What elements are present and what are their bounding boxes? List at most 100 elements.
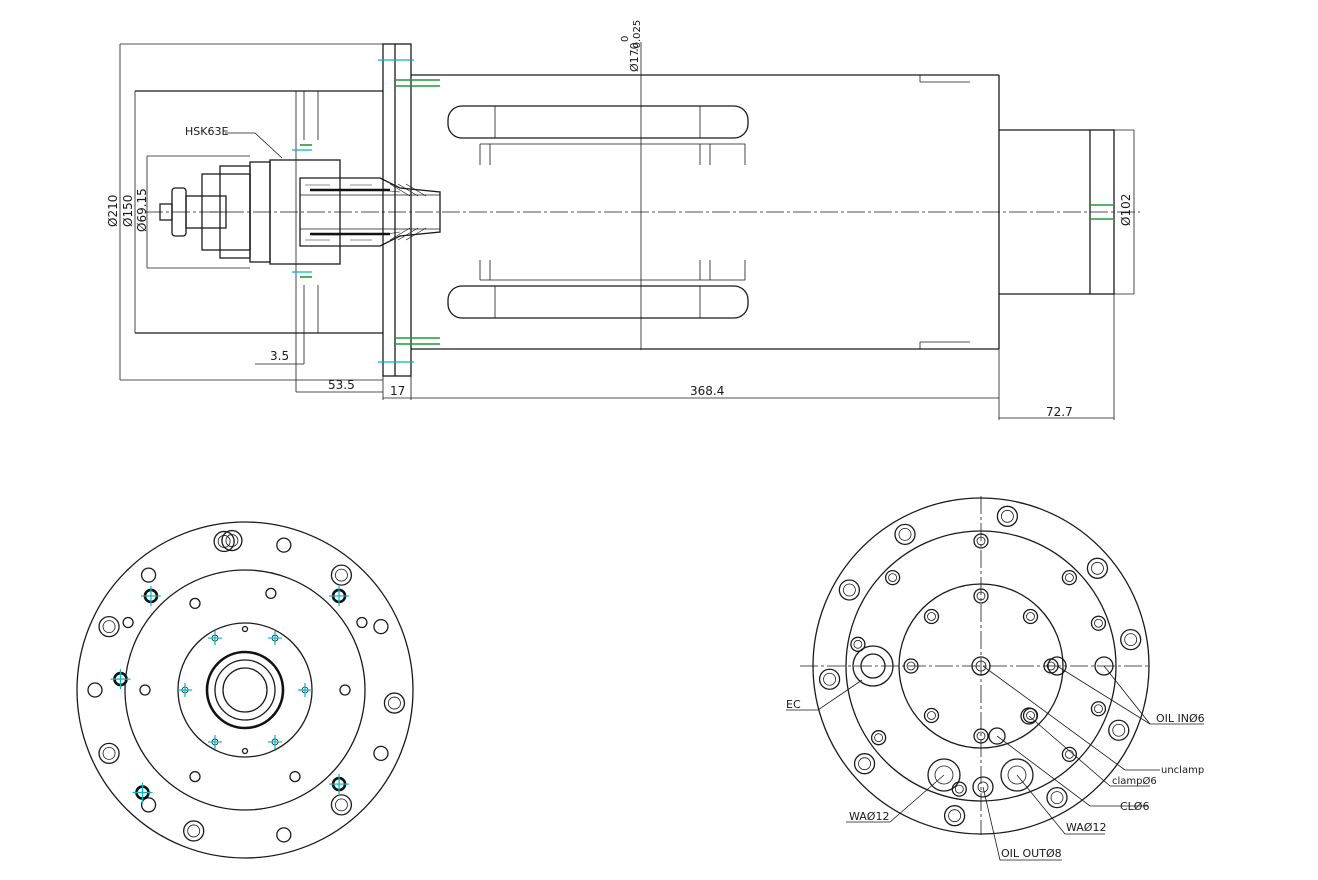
dim-d150: Ø150 [121,195,135,227]
dimension-lines-bottom [255,130,1135,420]
pin-hole [241,625,249,633]
rear-port-holes [818,505,1142,827]
inner-hole [973,588,989,604]
front-view [76,521,414,859]
dim-d69: Ø69.15 [135,188,149,232]
inner-hole [923,707,940,724]
inner-hole-inner [1046,661,1056,671]
tapped-hole-mark [208,631,222,646]
outer-hole-inner [858,757,871,771]
mount-hole [122,616,134,629]
bolt-hole [373,618,389,635]
middle-hole-inner [1064,573,1074,583]
bolt-hole-inner [335,568,348,582]
middle-hole-inner [853,639,863,649]
bolt-hole [98,615,120,638]
tapped-hole-mark [132,782,153,803]
middle-hole [973,533,989,549]
outer-hole-inner [898,527,912,541]
oil-out-port [972,776,994,798]
dim-d170: Ø170 [628,42,641,72]
outer-hole [1108,719,1130,741]
rear-view: EC OIL INØ6 unclamp clampØ6 CLØ6 WAØ12 W… [786,496,1205,861]
mount-hole [189,597,201,610]
spindle-nose [135,59,441,363]
bolt-hole [87,682,103,698]
tapped-hole-mark [268,631,282,646]
bolt-hole [140,567,157,583]
port-label-oil-out: OIL OUTØ8 [1001,847,1062,860]
tapped-hole-mark [140,585,161,606]
bolt-hole [330,794,353,816]
inner-hole-inner [927,711,936,720]
bolt-hole-inner [335,798,348,812]
oil-out-port-inner [977,781,989,793]
center-port [971,656,991,676]
dim-53-5: 53.5 [328,378,355,392]
rear-cap [999,129,1134,295]
bolt-hole [140,797,157,813]
port-label-ec: EC [786,698,801,711]
middle-hole [1061,746,1078,763]
middle-hole [1090,615,1107,631]
port-label-oil-in: OIL INØ6 [1156,712,1205,725]
mount-hole [356,616,368,629]
middle-hole-inner [874,733,884,743]
middle-hole [1061,569,1078,586]
inner-hole-inner [906,661,916,671]
outer-hole [818,668,841,690]
tapped-hole-mark [329,774,350,795]
outer-hole [1086,557,1109,579]
dim-d102: Ø102 [1119,194,1133,226]
oil-in-port-outer [1094,656,1114,676]
middle-hole [850,636,866,652]
wa-right-port [1000,758,1034,792]
port-label-unclamp: unclamp [1161,765,1204,776]
bolt-hole-inner [217,535,231,548]
bolt-hole [330,564,353,586]
inner-hole-inner [1026,711,1035,720]
tapped-hole-mark [178,683,192,697]
bolt-hole-inner [102,746,116,760]
pin-hole [241,747,249,755]
outer-hole-inner [1050,791,1064,805]
dim-d170-tol-lower: -0.025 [632,20,643,52]
bolt-hole [213,530,235,553]
tapped-hole-mark [110,669,131,690]
dim-d170-tol-upper: 0 [620,36,631,42]
outer-hole [838,579,861,601]
spindle-housing [411,74,1000,350]
outer-hole [996,505,1019,527]
oil-in-port [1047,656,1067,676]
inner-hole [923,608,940,625]
bolt-hole [383,692,406,714]
wa-right-port-inner [1007,765,1027,785]
mount-hole [265,587,277,600]
dim-368-4: 368.4 [690,384,724,398]
bolt-hole [221,529,243,552]
inner-hole-inner [927,612,936,621]
tapped-hole-mark [329,585,350,606]
middle-hole-inner [1064,749,1074,759]
clamp-port [1020,707,1038,725]
inner-hole [1022,608,1039,625]
outer-hole [894,523,916,546]
bolt-hole [276,537,292,553]
dim-72-7: 72.7 [1046,405,1073,419]
port-label-wa-left: WAØ12 [849,810,889,823]
outer-hole-inner [1112,723,1126,737]
bolt-hole-inner [388,696,401,710]
tapped-hole-mark [208,734,222,749]
ec-port-inner [860,653,886,679]
middle-hole [884,569,901,586]
outer-hole [1120,628,1142,651]
port-label-clamp: clampØ6 [1112,775,1157,787]
center-port-inner [975,660,987,672]
wa-left-port [927,758,961,792]
side-view: Ø210 Ø150 Ø69.15 Ø170 0 -0.025 Ø102 3.5 … [106,20,1140,420]
ec-port [852,645,894,687]
outer-hole-inner [948,809,962,823]
outer-hole-inner [1091,561,1104,575]
mount-hole [289,770,301,783]
